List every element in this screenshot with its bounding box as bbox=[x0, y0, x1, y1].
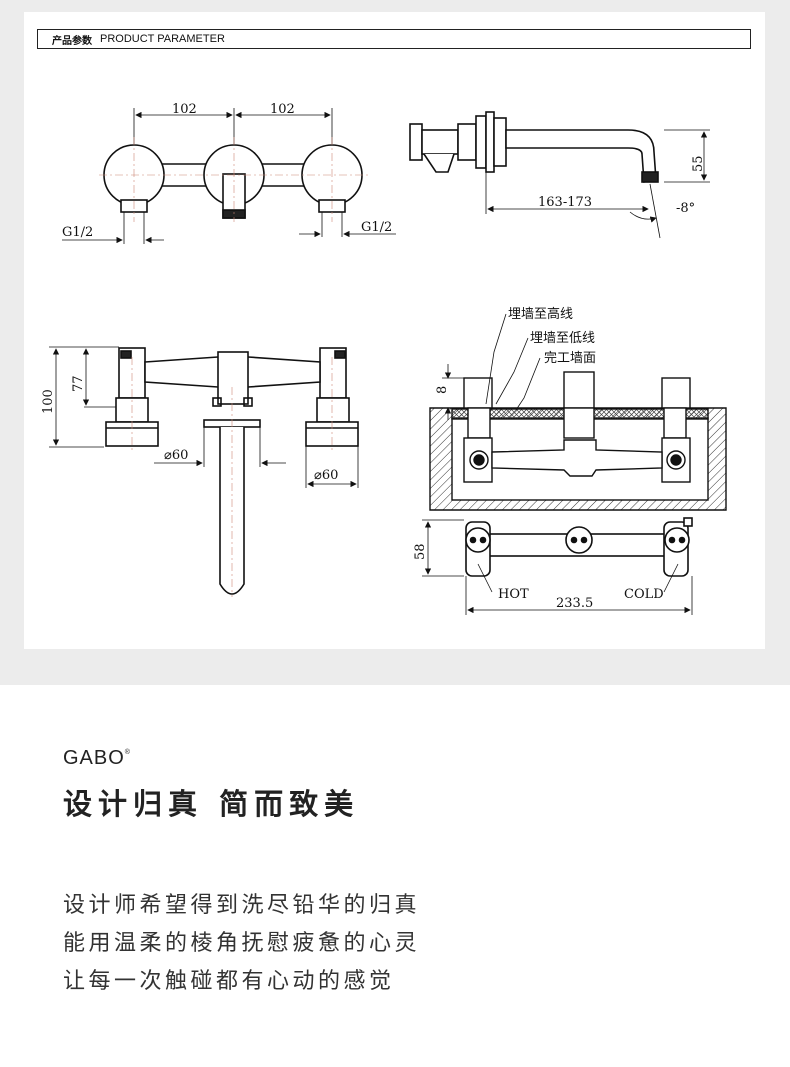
brand-logo: GABO® bbox=[63, 747, 131, 770]
description-line: 能用温柔的棱角抚慰疲惫的心灵 bbox=[63, 931, 421, 956]
label-embed-high: 埋墙至高线 bbox=[508, 306, 573, 322]
dim-left-102: 102 bbox=[172, 102, 197, 117]
dim-height-55: 55 bbox=[691, 155, 706, 172]
dim-width-233-5: 233.5 bbox=[556, 596, 593, 611]
description-line: 设计师希望得到洗尽铅华的归真 bbox=[63, 893, 421, 918]
front-view bbox=[62, 108, 396, 244]
label-hot: HOT bbox=[498, 587, 529, 602]
dim-length-163-173: 163-173 bbox=[538, 195, 592, 210]
thread-right-label: G1/2 bbox=[361, 220, 392, 235]
slogan: 设计归真 简而致美 bbox=[63, 787, 360, 821]
registered-mark: ® bbox=[124, 749, 131, 756]
dia-left-60: ⌀60 bbox=[164, 448, 188, 463]
dim-8: 8 bbox=[435, 386, 450, 394]
description-line: 让每一次触碰都有心动的感觉 bbox=[63, 969, 395, 994]
top-view bbox=[49, 346, 359, 597]
label-finished-wall: 完工墙面 bbox=[544, 351, 596, 366]
description: 设计师希望得到洗尽铅华的归真 能用温柔的棱角抚慰疲惫的心灵 让每一次触碰都有心动… bbox=[63, 887, 420, 1001]
bottom-view bbox=[422, 517, 693, 615]
dim-100: 100 bbox=[41, 389, 56, 414]
install-view bbox=[429, 313, 727, 511]
angle-minus-8: -8° bbox=[676, 201, 695, 216]
technical-drawing: 102 102 G1/2 G1/2 bbox=[41, 102, 727, 615]
spec-section: 产品参数 PRODUCT PARAMETER bbox=[24, 12, 765, 649]
product-parameter-bar: 产品参数 PRODUCT PARAMETER bbox=[37, 29, 751, 49]
brand-name: GABO bbox=[63, 747, 125, 769]
thread-left-label: G1/2 bbox=[62, 225, 93, 240]
side-view bbox=[409, 111, 710, 239]
dim-right-102: 102 bbox=[270, 102, 295, 117]
spec-sheet: 产品参数 PRODUCT PARAMETER bbox=[24, 12, 765, 649]
dia-right-60: ⌀60 bbox=[314, 468, 338, 483]
parameter-label-cn: 产品参数 bbox=[52, 35, 92, 47]
dim-58: 58 bbox=[413, 543, 428, 560]
label-cold: COLD bbox=[624, 587, 664, 602]
brand-section: GABO® 设计归真 简而致美 设计师希望得到洗尽铅华的归真 能用温柔的棱角抚慰… bbox=[0, 685, 790, 1067]
dim-77: 77 bbox=[71, 375, 86, 392]
parameter-label-en: PRODUCT PARAMETER bbox=[100, 33, 225, 45]
label-embed-low: 埋墙至低线 bbox=[530, 331, 595, 346]
